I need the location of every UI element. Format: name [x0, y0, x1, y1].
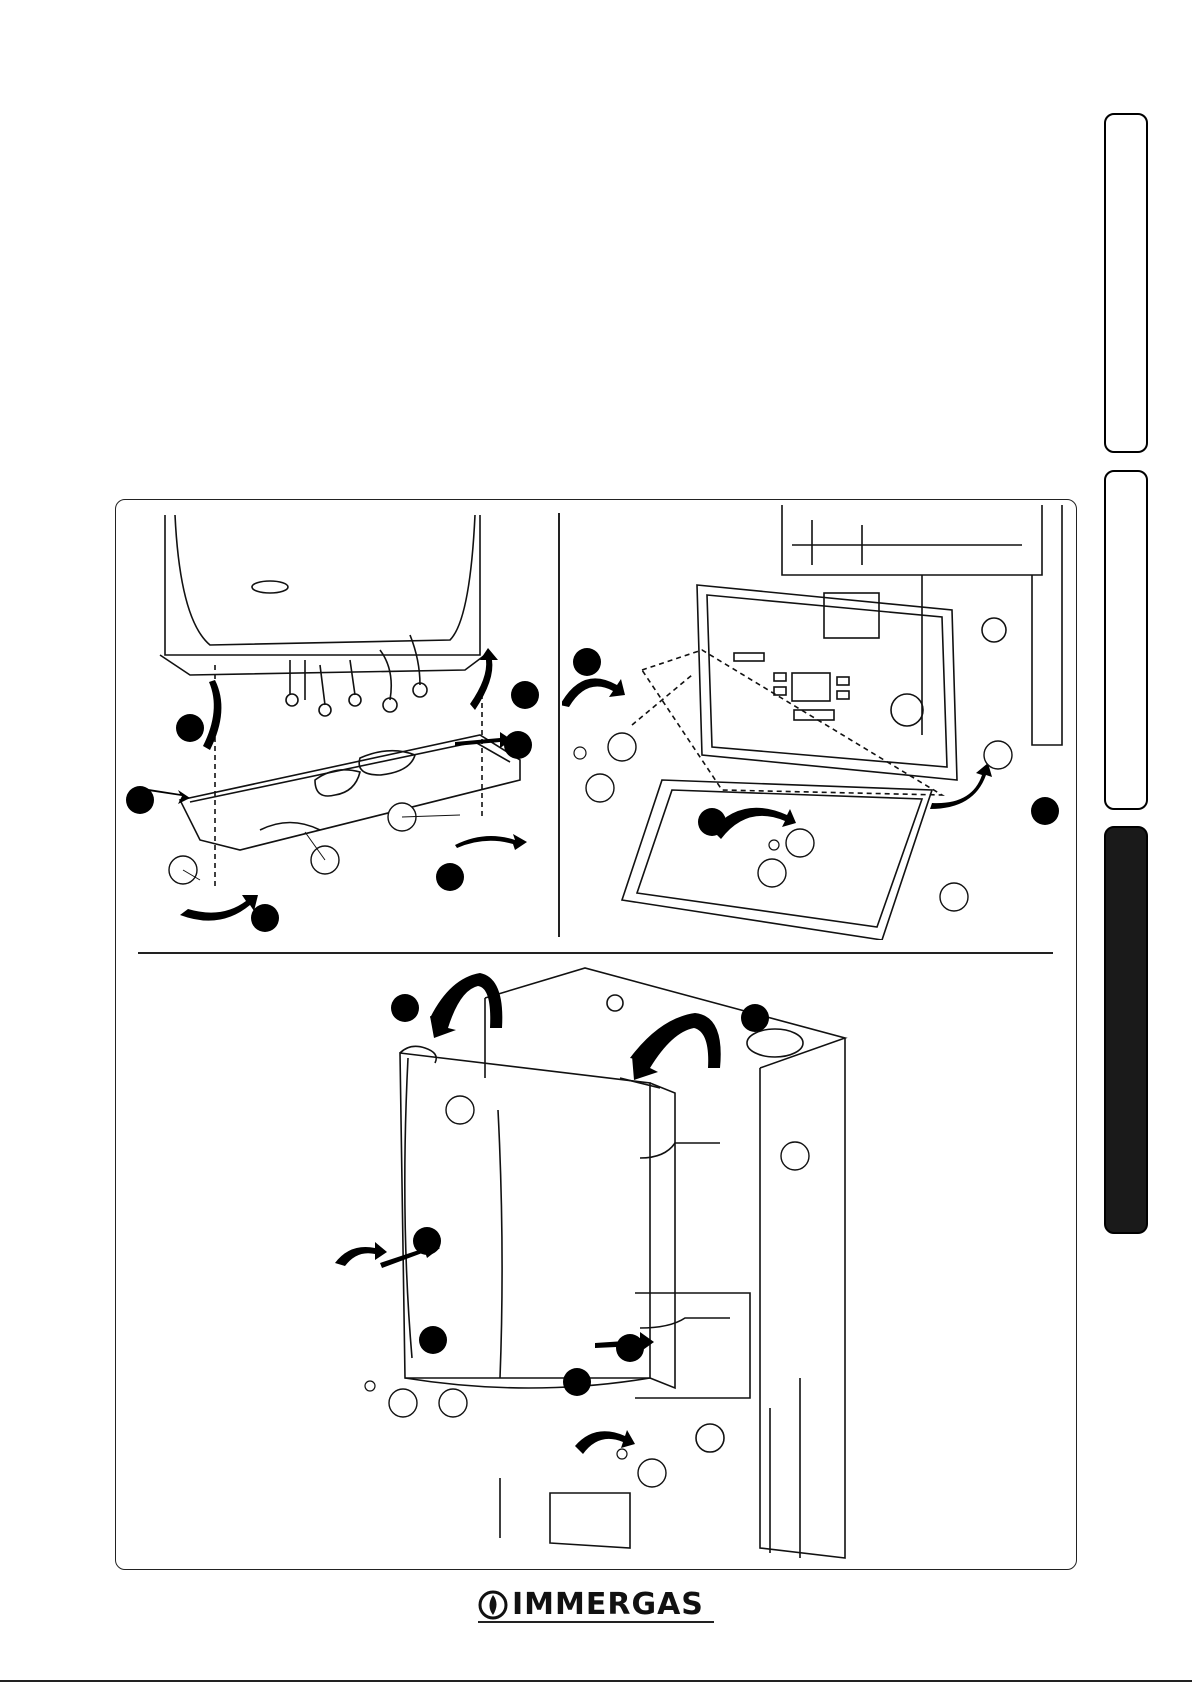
- panel-divider-vertical: [558, 513, 560, 937]
- panel-front-casing-removal: [330, 958, 870, 1563]
- panel-divider-horizontal: [138, 952, 1053, 954]
- immergas-flame-icon: [478, 1588, 508, 1620]
- brand-logo-text: IMMERGAS: [512, 1587, 704, 1622]
- control-panel-illustration: [562, 505, 1072, 940]
- side-tab-1[interactable]: [1104, 113, 1148, 453]
- panel-lower-cover-removal: [120, 510, 550, 940]
- side-tab-3-active[interactable]: [1104, 826, 1148, 1234]
- brand-logo: IMMERGAS: [478, 1583, 714, 1625]
- panel-control-panel-rotation: [562, 505, 1072, 940]
- page-bottom-rule: [0, 1680, 1192, 1682]
- lower-cover-illustration: [120, 510, 550, 940]
- front-casing-illustration: [330, 958, 870, 1563]
- side-tab-2[interactable]: [1104, 470, 1148, 810]
- logo-underline: [478, 1621, 714, 1623]
